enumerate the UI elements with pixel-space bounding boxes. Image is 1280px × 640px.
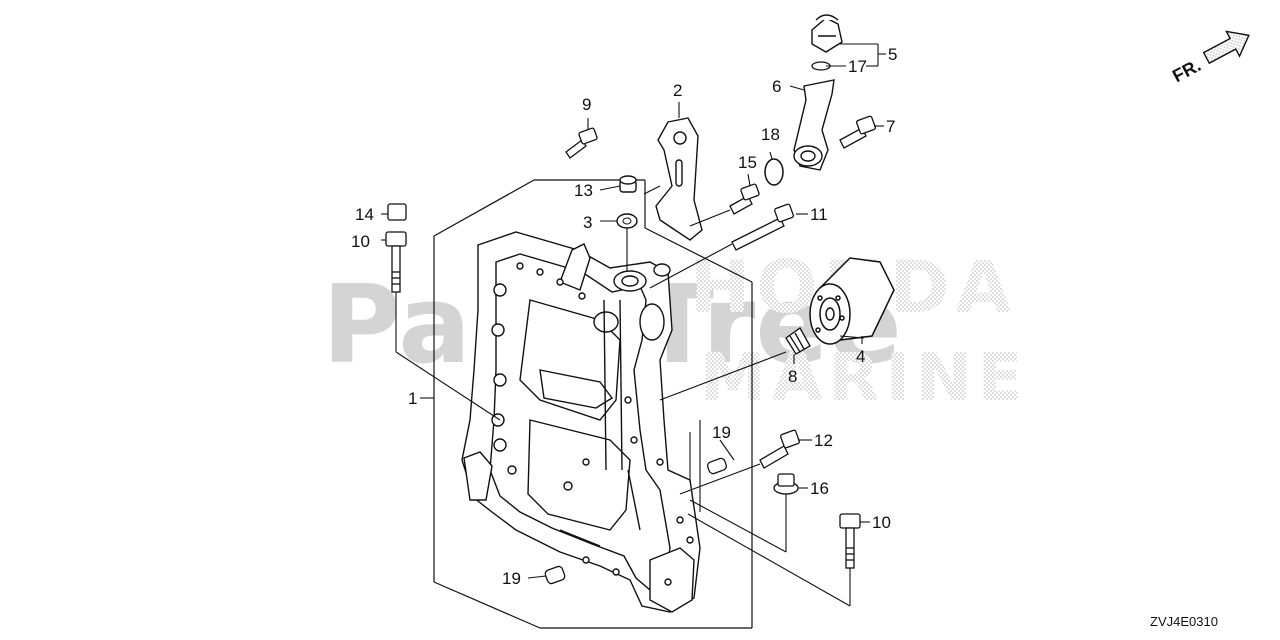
callout-5: 5 [888, 45, 897, 64]
callout-17: 17 [848, 57, 867, 76]
front-label: FR. [1169, 55, 1204, 86]
callout-10-left: 10 [351, 232, 370, 251]
callout-13: 13 [574, 181, 593, 200]
callout-9: 9 [582, 95, 591, 114]
diagram-code: ZVJ4E0310 [1150, 614, 1218, 629]
callout-12: 12 [814, 431, 833, 450]
bolt-part-15 [729, 183, 760, 215]
plug-part-13 [619, 175, 637, 193]
watermark: PartsTree HONDA MARINE [322, 245, 1028, 416]
bolt-part-10-right [839, 513, 861, 569]
oil-cap-part-5 [811, 14, 843, 53]
callout-18: 18 [761, 125, 780, 144]
callout-15: 15 [738, 153, 757, 172]
bolt-part-11 [731, 203, 794, 251]
callout-labels: 1 2 3 4 5 6 7 8 9 10 10 11 12 13 14 15 1… [351, 45, 897, 588]
assembly-outline [433, 179, 753, 629]
callout-8: 8 [788, 367, 797, 386]
oil-filler-pipe-part-6 [793, 79, 835, 171]
watermark-marine: MARINE [700, 339, 1028, 416]
callout-3: 3 [583, 213, 592, 232]
front-direction-indicator: FR. [1169, 30, 1250, 86]
callout-7: 7 [886, 117, 895, 136]
callout-14: 14 [355, 205, 374, 224]
o-ring-part-18 [764, 158, 784, 186]
dowel-pin-part-19-lower [544, 565, 566, 585]
leader-lines [381, 43, 886, 607]
callout-19-upper: 19 [712, 423, 731, 442]
stay-plate-part-2 [655, 117, 703, 241]
callout-19-lower: 19 [502, 569, 521, 588]
callout-10-right: 10 [872, 513, 891, 532]
bolt-part-9 [565, 127, 598, 159]
callout-16: 16 [810, 479, 829, 498]
bolts [385, 115, 876, 585]
callout-11: 11 [810, 205, 828, 224]
callout-2: 2 [673, 81, 682, 100]
callout-1: 1 [408, 389, 417, 408]
dowel-pin-part-19-upper [706, 457, 728, 475]
oil-filter-part-4 [809, 257, 895, 345]
cap-part-14 [387, 203, 407, 221]
main-bracket-plate [461, 231, 701, 613]
front-direction-arrow-icon [1202, 30, 1250, 65]
nut-part-16 [773, 473, 799, 495]
bolt-part-7 [839, 115, 876, 149]
bolt-part-12 [759, 429, 800, 469]
filter-joint-part-8 [785, 327, 811, 355]
callout-6: 6 [772, 77, 781, 96]
callout-4: 4 [856, 347, 865, 366]
bolt-part-10-left [385, 231, 407, 293]
